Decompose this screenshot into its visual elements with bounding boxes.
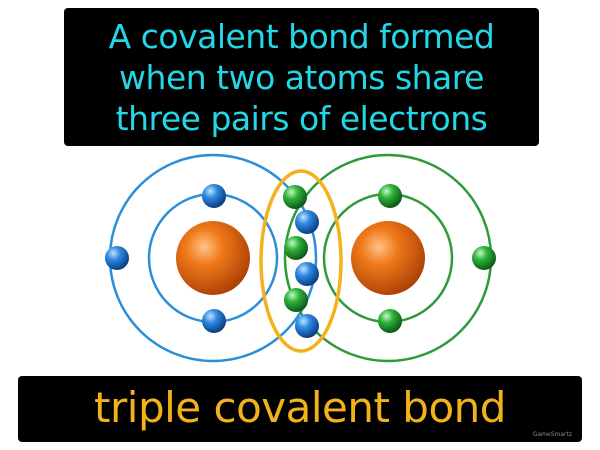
left-nucleus — [176, 221, 250, 295]
definition-line-3: three pairs of electrons — [115, 98, 488, 138]
definition-caption-box: A covalent bond formed when two atoms sh… — [64, 8, 539, 146]
right-nucleus — [351, 221, 425, 295]
left-electron-top — [202, 184, 226, 208]
shared-electron-1 — [283, 185, 307, 209]
definition-line-1: A covalent bond formed — [108, 16, 495, 56]
left-electron-bottom — [202, 309, 226, 333]
definition-line-2: when two atoms share — [119, 57, 484, 97]
left-electron-outer — [105, 246, 129, 270]
term-box: triple covalent bond GameSmartz — [18, 376, 582, 442]
shared-electron-6 — [295, 314, 319, 338]
right-electron-bottom — [378, 309, 402, 333]
shared-electron-4 — [295, 262, 319, 286]
shared-electron-2 — [295, 210, 319, 234]
shared-electron-3 — [284, 236, 308, 260]
brand-watermark: GameSmartz — [532, 431, 572, 438]
term-title: triple covalent bond — [94, 382, 506, 432]
right-electron-outer — [472, 246, 496, 270]
shared-electron-5 — [284, 288, 308, 312]
right-electron-top — [378, 184, 402, 208]
shared-pair-ellipse — [259, 169, 343, 353]
